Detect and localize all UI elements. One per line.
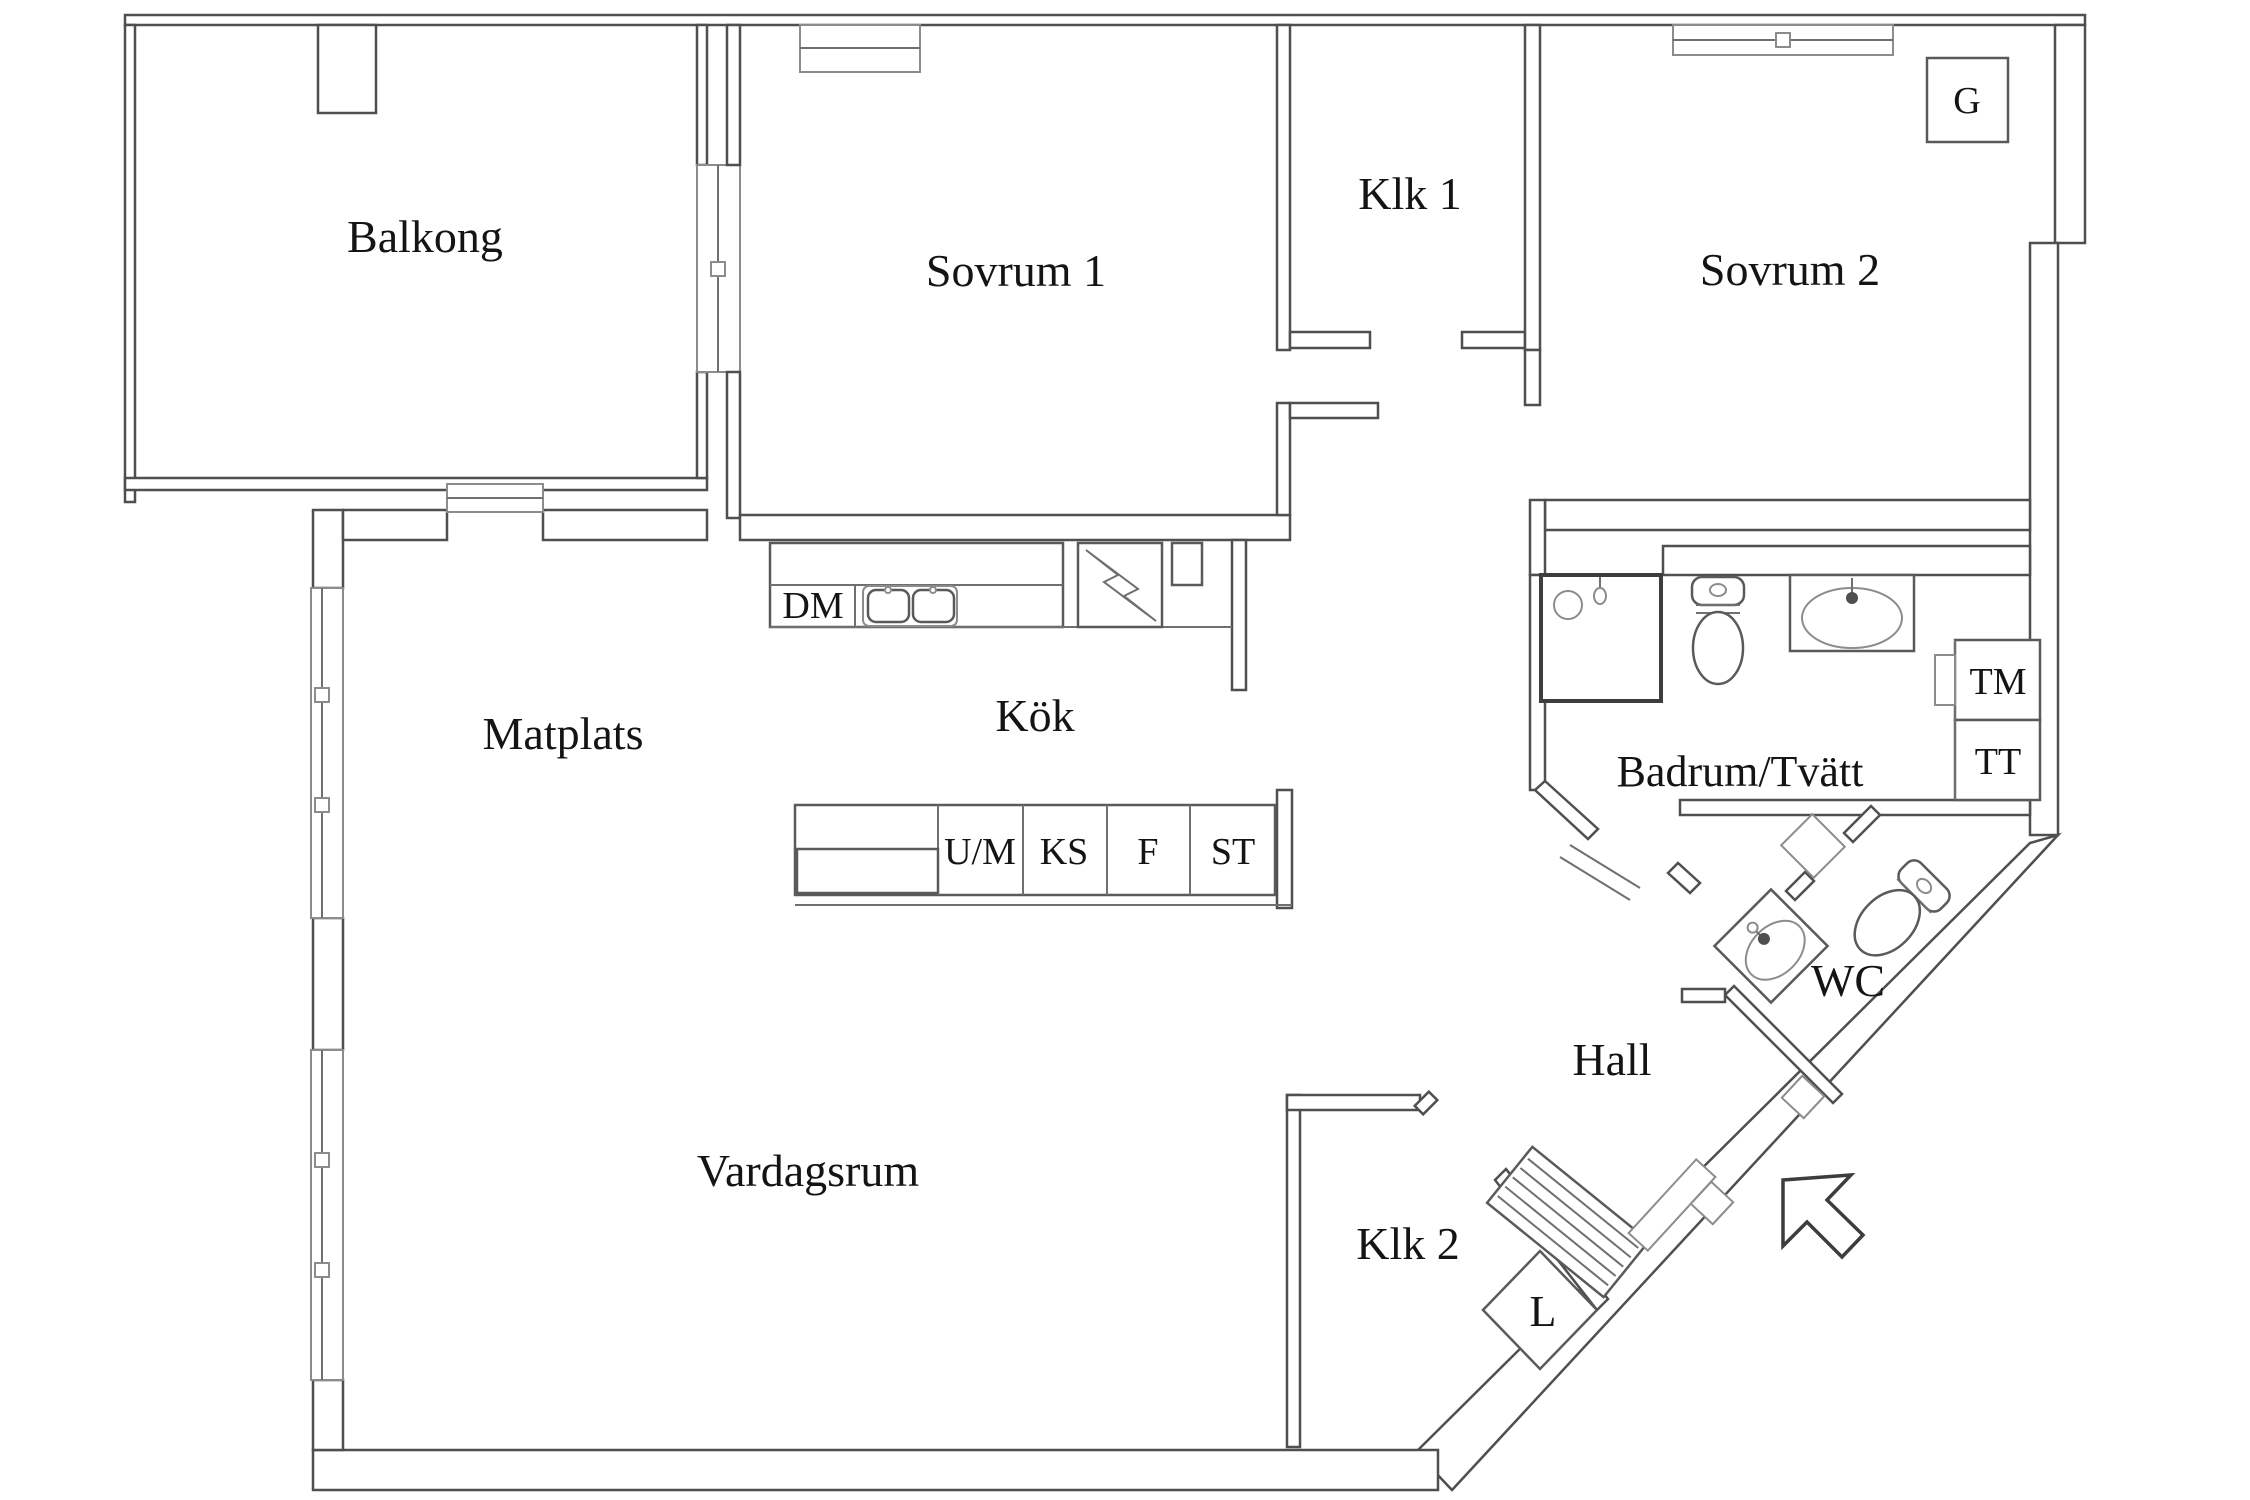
wall-bottom <box>311 1448 1440 1492</box>
label-sovrum1: Sovrum 1 <box>926 245 1106 296</box>
wc-toilet-icon <box>1853 859 1951 957</box>
kitchen <box>768 538 1294 910</box>
island-cabinet <box>795 847 940 895</box>
sovrum1-wall-bottom <box>738 513 1292 542</box>
diagonal-step-notch <box>1689 1180 1735 1226</box>
entry-hatch-icon <box>1485 1145 1651 1299</box>
label-wc: WC <box>1811 955 1885 1006</box>
wardrobe-g-box <box>1925 56 2010 144</box>
balcony-wall-left <box>123 23 137 504</box>
kitchen-vent-box <box>1170 541 1204 587</box>
klk2-entry <box>1285 1074 1866 1449</box>
balcony-notch <box>316 23 378 115</box>
label-vardagsrum: Vardagsrum <box>697 1145 919 1196</box>
label-balkong: Balkong <box>347 211 503 262</box>
label-g: G <box>1953 80 1980 122</box>
klk1-sovrum2-wall <box>1523 23 1542 352</box>
klk2-wall-top <box>1285 1093 1422 1112</box>
bedroom-walls <box>725 23 2032 577</box>
toilet-icon <box>1690 575 1746 686</box>
klk2-wall-left <box>1285 1093 1302 1449</box>
balcony-wall-right-upper <box>695 23 709 167</box>
bathroom-wall-top <box>1661 544 2032 577</box>
left-windows <box>310 587 344 1381</box>
label-um: U/M <box>944 831 1016 873</box>
window-marker-icon <box>314 1262 330 1278</box>
wc-wall-nw-a <box>1842 804 1882 844</box>
bathroom-diagonal-wall-a <box>1533 779 1600 841</box>
label-matplats: Matplats <box>483 708 644 759</box>
wc-wall-stub <box>1680 987 1727 1004</box>
sovrum2-wall-bottom <box>1543 498 2032 532</box>
entrance-arrow-icon <box>1781 1172 1866 1260</box>
wc-wall-sw <box>1723 984 1844 1105</box>
bathroom-diagonal-wall-b <box>1666 861 1702 895</box>
label-hall: Hall <box>1572 1034 1651 1085</box>
sovrum1-wall-left-upper <box>725 23 742 167</box>
window-marker-icon <box>314 687 330 703</box>
label-kok: Kök <box>995 690 1074 741</box>
label-tm: TM <box>1970 661 2027 703</box>
sink-basin-right <box>911 588 956 624</box>
stove-lightning-icon <box>1085 549 1157 622</box>
matplats-top-wall-left <box>341 508 449 542</box>
balcony-wall-bottom <box>123 476 709 492</box>
kitchen-hall-stub <box>1275 788 1294 910</box>
front-door-leaf <box>1627 1157 1717 1253</box>
window-marker-icon <box>710 261 726 277</box>
balcony-structure <box>123 23 741 542</box>
label-l: L <box>1530 1287 1557 1336</box>
sovrum2-door-stub <box>1523 348 1542 407</box>
bathroom-wall-bottom <box>1678 798 2032 817</box>
shower-head-icon <box>1593 587 1607 605</box>
kitchen-wall-right <box>1230 538 1248 692</box>
label-dm: DM <box>782 585 843 627</box>
sovrum2-bath-cap <box>1528 498 1547 577</box>
wc-sink-icon <box>1712 887 1830 1005</box>
wc-wall-nw-b <box>1784 870 1816 902</box>
label-badrum-tvatt: Badrum/Tvätt <box>1617 747 1864 796</box>
diagonal-step-notch <box>1780 1074 1826 1120</box>
bathroom-sink-icon <box>1788 573 1916 653</box>
klk1-door-jamb-right <box>1460 330 1527 350</box>
window-marker-icon <box>314 797 330 813</box>
sink-basin-left <box>866 588 911 624</box>
wc-room <box>1680 804 1951 1105</box>
bathroom <box>1528 544 2042 901</box>
labels: Balkong Sovrum 1 Klk 1 Sovrum 2 Matplats… <box>347 80 2026 1336</box>
wall-right-upper <box>2053 23 2087 245</box>
matplats-top-wall-right <box>541 508 709 542</box>
sovrum1-door-flange <box>1288 401 1380 420</box>
stove-icon <box>1076 541 1164 629</box>
shower-drain-icon <box>1553 590 1583 620</box>
window-vardagsrum <box>310 1049 344 1381</box>
window-matplats <box>310 587 344 919</box>
sovrum1-wall-left-lower <box>725 370 742 520</box>
label-st: ST <box>1211 831 1255 873</box>
shaft-l-diamond <box>1481 1249 1599 1371</box>
wc-door-leaf <box>1779 812 1847 880</box>
window-marker-icon <box>314 1152 330 1168</box>
balcony-wall-right-lower <box>695 370 709 480</box>
appliance-side-panel <box>1934 654 1956 706</box>
wall-left-c <box>311 1378 345 1452</box>
label-klk2: Klk 2 <box>1356 1218 1460 1269</box>
washing-machine-box <box>1953 638 2042 722</box>
label-tt: TT <box>1975 741 2021 783</box>
wall-left-a <box>311 508 345 590</box>
wall-top <box>123 13 2087 27</box>
label-sovrum2: Sovrum 2 <box>1700 244 1880 295</box>
label-ks: KS <box>1040 831 1089 873</box>
label-klk1: Klk 1 <box>1358 168 1462 219</box>
klk2-wall-cap <box>1412 1089 1440 1117</box>
window-marker-icon <box>1775 32 1791 48</box>
klk1-door-jamb-left <box>1288 330 1372 350</box>
wall-left-b <box>311 916 345 1052</box>
sovrum1-door-jamb-wall <box>1275 401 1292 517</box>
bathroom-door-leaf <box>1569 844 1641 889</box>
sovrum1-klk1-wall <box>1275 23 1292 352</box>
label-f: F <box>1137 831 1158 873</box>
